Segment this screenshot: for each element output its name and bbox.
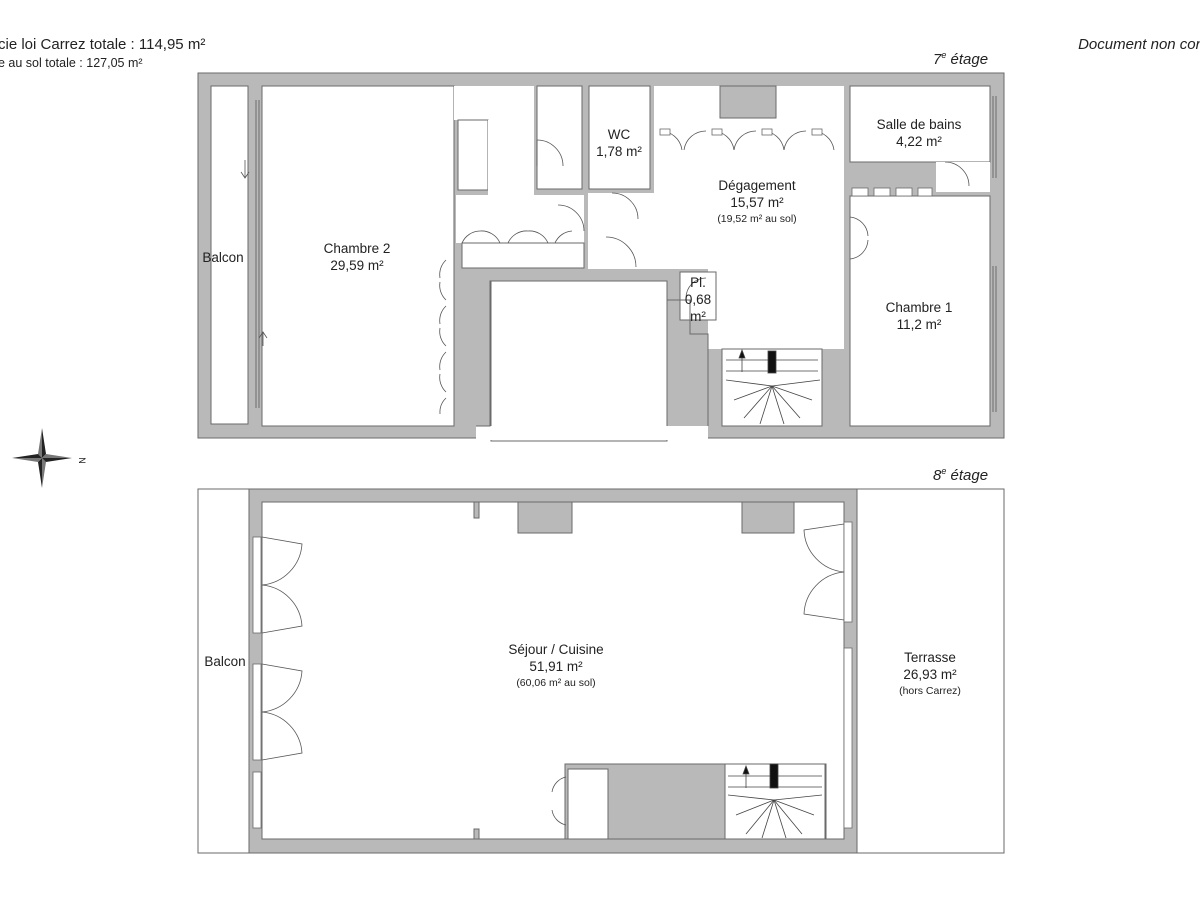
floor-title-7: 7e étage: [933, 50, 989, 68]
carrez-total-label: cie loi Carrez totale : 114,95 m²: [0, 36, 206, 53]
compass-icon: [12, 428, 72, 488]
compass-north-label: N: [76, 457, 87, 464]
floor-8-plan: [197, 488, 1005, 854]
disclaimer-label: Document non con: [1078, 36, 1200, 53]
room-balcon-7: Balcon: [202, 250, 244, 265]
floor-title-8: 8e étage: [933, 466, 989, 484]
floor-area-total-label: e au sol totale : 127,05 m²: [0, 56, 143, 70]
floor-7-plan: [197, 72, 1005, 442]
room-balcon-8: Balcon: [204, 654, 246, 669]
